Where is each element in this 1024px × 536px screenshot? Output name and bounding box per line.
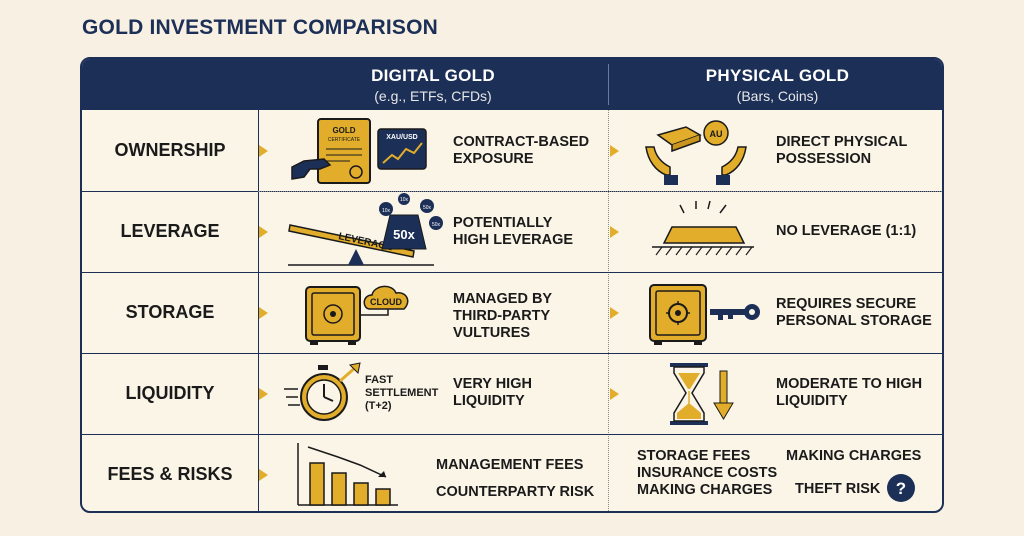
row-divider-dotted — [258, 191, 942, 192]
fees-physical-right-theft: THEFT RISK — [795, 481, 881, 497]
hourglass-icon — [670, 363, 734, 425]
leverage-physical-text: NO LEVERAGE (1:1) — [776, 223, 917, 239]
page-title: GOLD INVESTMENT COMPARISON — [82, 16, 438, 39]
question-mark: ? — [896, 479, 906, 498]
row-arrow — [610, 226, 619, 238]
row-arrow — [610, 307, 619, 319]
leverage-small-2: 10x — [400, 197, 409, 203]
row-arrow — [259, 388, 268, 400]
row-label-liquidity: LIQUIDITY — [125, 383, 215, 403]
column-divider — [608, 110, 609, 511]
row-arrow — [259, 226, 268, 238]
comparison-table: DIGITAL GOLD (e.g., ETFs, CFDs) PHYSICAL… — [80, 57, 944, 513]
cloud-safe-icon: CLOUD — [305, 285, 409, 345]
row-arrow — [259, 307, 268, 319]
label-column-divider — [258, 110, 259, 511]
row-divider — [82, 272, 942, 273]
leverage-small-4: 50x — [432, 222, 441, 228]
certificate-hand-icon: GOLD CERTIFICATE XAU/USD — [291, 118, 427, 184]
certificate-label-2: CERTIFICATE — [328, 137, 361, 143]
row-divider — [82, 353, 942, 354]
row-arrow — [259, 469, 268, 481]
fees-physical-right-making: MAKING CHARGES — [786, 448, 922, 464]
question-icon: ? — [887, 474, 915, 502]
leverage-small-3: 50x — [423, 205, 432, 211]
gold-bar-icon — [652, 200, 754, 256]
row-arrow — [610, 145, 619, 157]
row-divider — [82, 434, 942, 435]
weight-label: 50x — [393, 227, 415, 242]
header-digital: DIGITAL GOLD (e.g., ETFs, CFDs) — [258, 59, 608, 110]
safe-key-icon — [649, 284, 760, 345]
header-physical-subtitle: (Bars, Coins) — [736, 87, 819, 104]
declining-bars-icon — [297, 443, 398, 506]
ticker-label: XAU/USD — [386, 134, 418, 141]
certificate-label-1: GOLD — [332, 126, 355, 135]
seesaw-leverage-icon: LEVERAGE 50x 10x 10x 50x 50x — [288, 193, 443, 266]
header-physical-title: PHYSICAL GOLD — [705, 65, 850, 85]
leverage-small-1: 10x — [382, 208, 391, 214]
row-label-ownership: OWNERSHIP — [114, 140, 226, 160]
header-digital-title: DIGITAL GOLD — [371, 65, 495, 85]
hands-gold-icon: AU — [645, 120, 747, 185]
cloud-label: CLOUD — [370, 297, 402, 307]
row-label-leverage: LEVERAGE — [120, 221, 220, 241]
row-label-fees-risks: FEES & RISKS — [107, 464, 233, 484]
stopwatch-icon — [284, 362, 361, 421]
header-digital-subtitle: (e.g., ETFs, CFDs) — [374, 87, 492, 104]
row-arrow — [259, 145, 268, 157]
table-header: DIGITAL GOLD (e.g., ETFs, CFDs) PHYSICAL… — [82, 59, 942, 110]
header-physical: PHYSICAL GOLD (Bars, Coins) — [609, 59, 942, 110]
header-divider — [608, 64, 609, 105]
coin-label: AU — [710, 129, 723, 139]
row-label-storage: STORAGE — [125, 302, 215, 322]
row-arrow — [610, 388, 619, 400]
